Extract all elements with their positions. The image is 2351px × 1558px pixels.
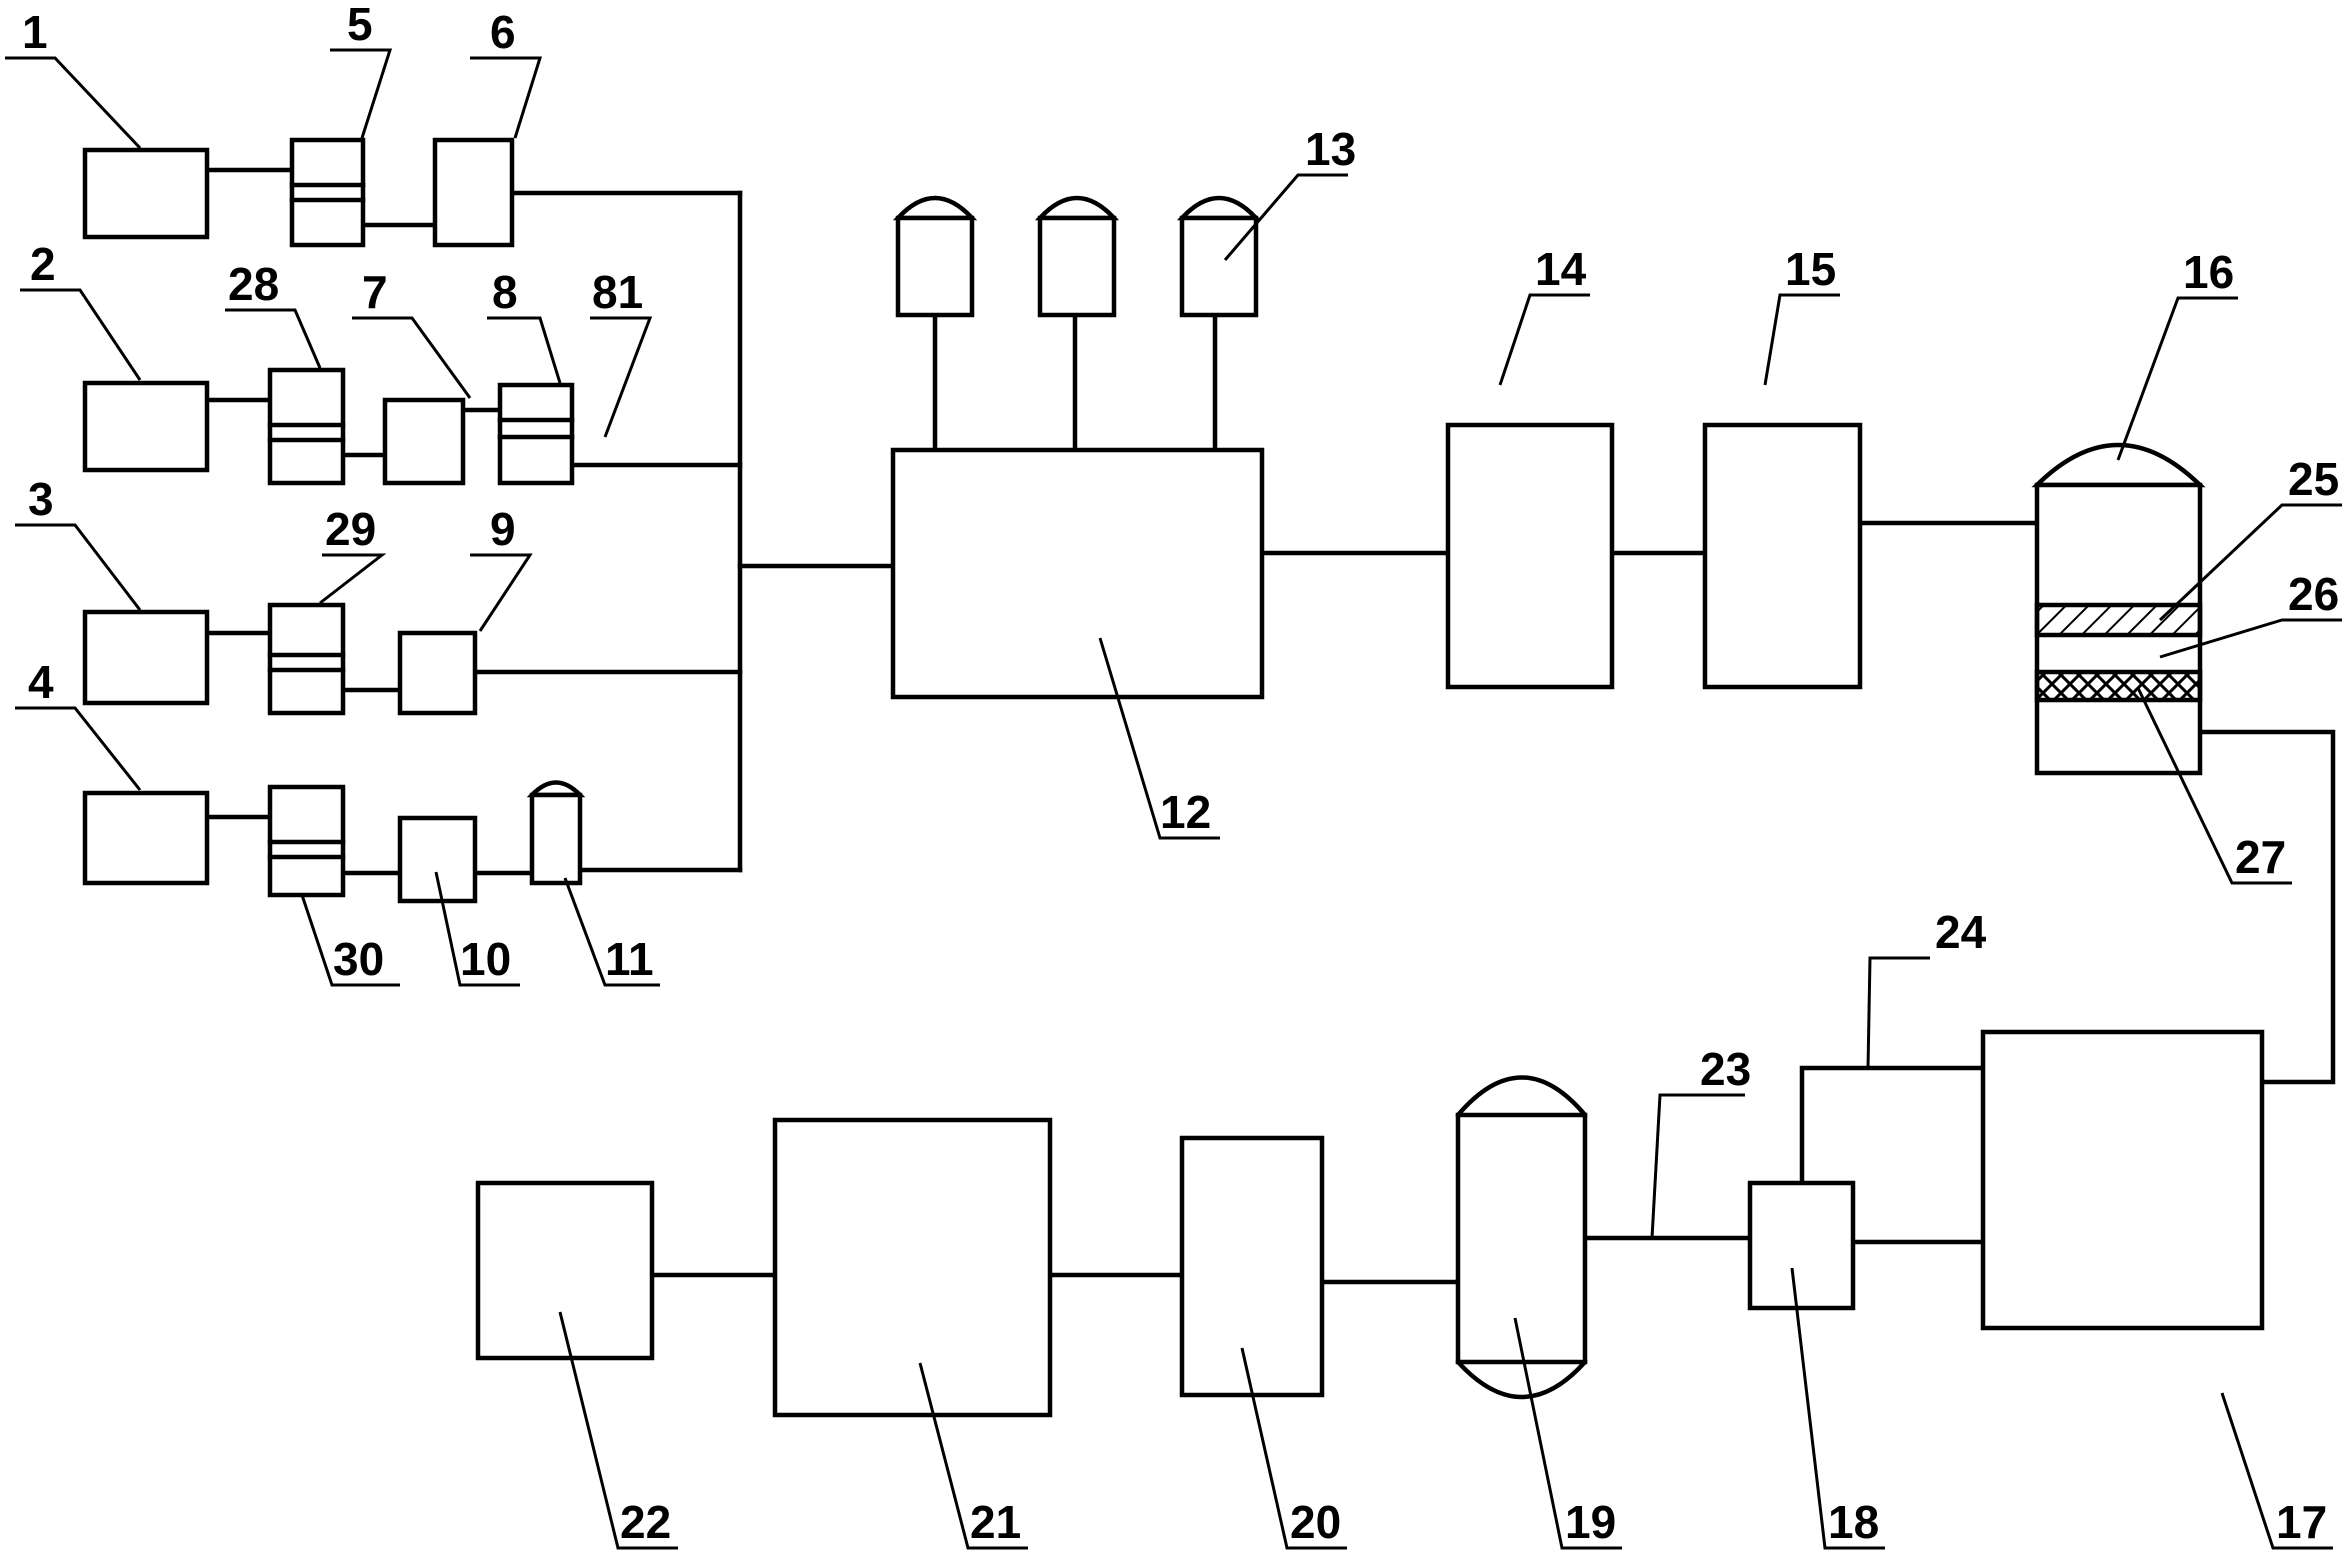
label-18: 18 [1828, 1496, 1879, 1548]
unit-17 [1980, 1029, 2265, 1331]
label-81: 81 [592, 266, 643, 318]
label-1: 1 [22, 6, 48, 58]
label-5: 5 [347, 0, 373, 50]
column-16 [2031, 442, 2206, 776]
unit-1 [82, 147, 210, 240]
labels: 1 5 6 2 28 7 8 81 3 29 9 4 30 10 11 12 1… [22, 0, 2339, 1548]
unit-12 [890, 447, 1265, 700]
label-7: 7 [362, 266, 388, 318]
unit-4 [82, 790, 210, 886]
label-27: 27 [2235, 831, 2286, 883]
label-20: 20 [1290, 1496, 1341, 1548]
label-19: 19 [1565, 1496, 1616, 1548]
unit-7 [382, 397, 466, 486]
label-17: 17 [2276, 1496, 2327, 1548]
unit-28 [267, 367, 346, 486]
unit-2 [82, 380, 210, 473]
label-11: 11 [605, 933, 654, 985]
storage-tank-c [1176, 195, 1262, 318]
leader-lines [5, 48, 2342, 1550]
layer-27 [2034, 669, 2203, 703]
label-21: 21 [970, 1496, 1021, 1548]
label-30: 30 [333, 933, 384, 985]
unit-20 [1179, 1135, 1325, 1398]
unit-3 [82, 609, 210, 706]
label-24: 24 [1935, 906, 1987, 958]
layer-25 [2034, 602, 2203, 638]
unit-29 [267, 602, 346, 716]
label-9: 9 [490, 503, 516, 555]
label-22: 22 [620, 1496, 671, 1548]
unit-9 [397, 630, 478, 716]
label-2: 2 [30, 238, 56, 290]
unit-30 [267, 784, 346, 898]
label-15: 15 [1785, 243, 1836, 295]
unit-8 [497, 382, 575, 486]
storage-tank-b [1034, 195, 1120, 318]
label-28: 28 [228, 258, 279, 310]
unit-21 [772, 1117, 1053, 1418]
label-29: 29 [325, 503, 376, 555]
unit-6 [432, 137, 515, 248]
storage-tank-a [892, 195, 978, 318]
unit-14 [1445, 422, 1615, 690]
label-14: 14 [1535, 243, 1587, 295]
label-16: 16 [2183, 246, 2234, 298]
unit-10 [397, 815, 478, 904]
unit-18 [1747, 1180, 1856, 1311]
unit-11 [526, 780, 586, 886]
label-8: 8 [492, 266, 518, 318]
unit-15 [1702, 422, 1863, 690]
vessel-19 [1455, 1075, 1588, 1400]
unit-5 [289, 137, 366, 248]
label-25: 25 [2288, 453, 2339, 505]
equipment [82, 137, 2265, 1418]
label-10: 10 [460, 933, 511, 985]
label-3: 3 [28, 473, 54, 525]
label-26: 26 [2288, 568, 2339, 620]
label-23: 23 [1700, 1043, 1751, 1095]
pipe-network [204, 167, 2336, 1285]
label-6: 6 [490, 6, 516, 58]
label-4: 4 [28, 656, 54, 708]
label-13: 13 [1305, 123, 1356, 175]
label-12: 12 [1160, 786, 1211, 838]
